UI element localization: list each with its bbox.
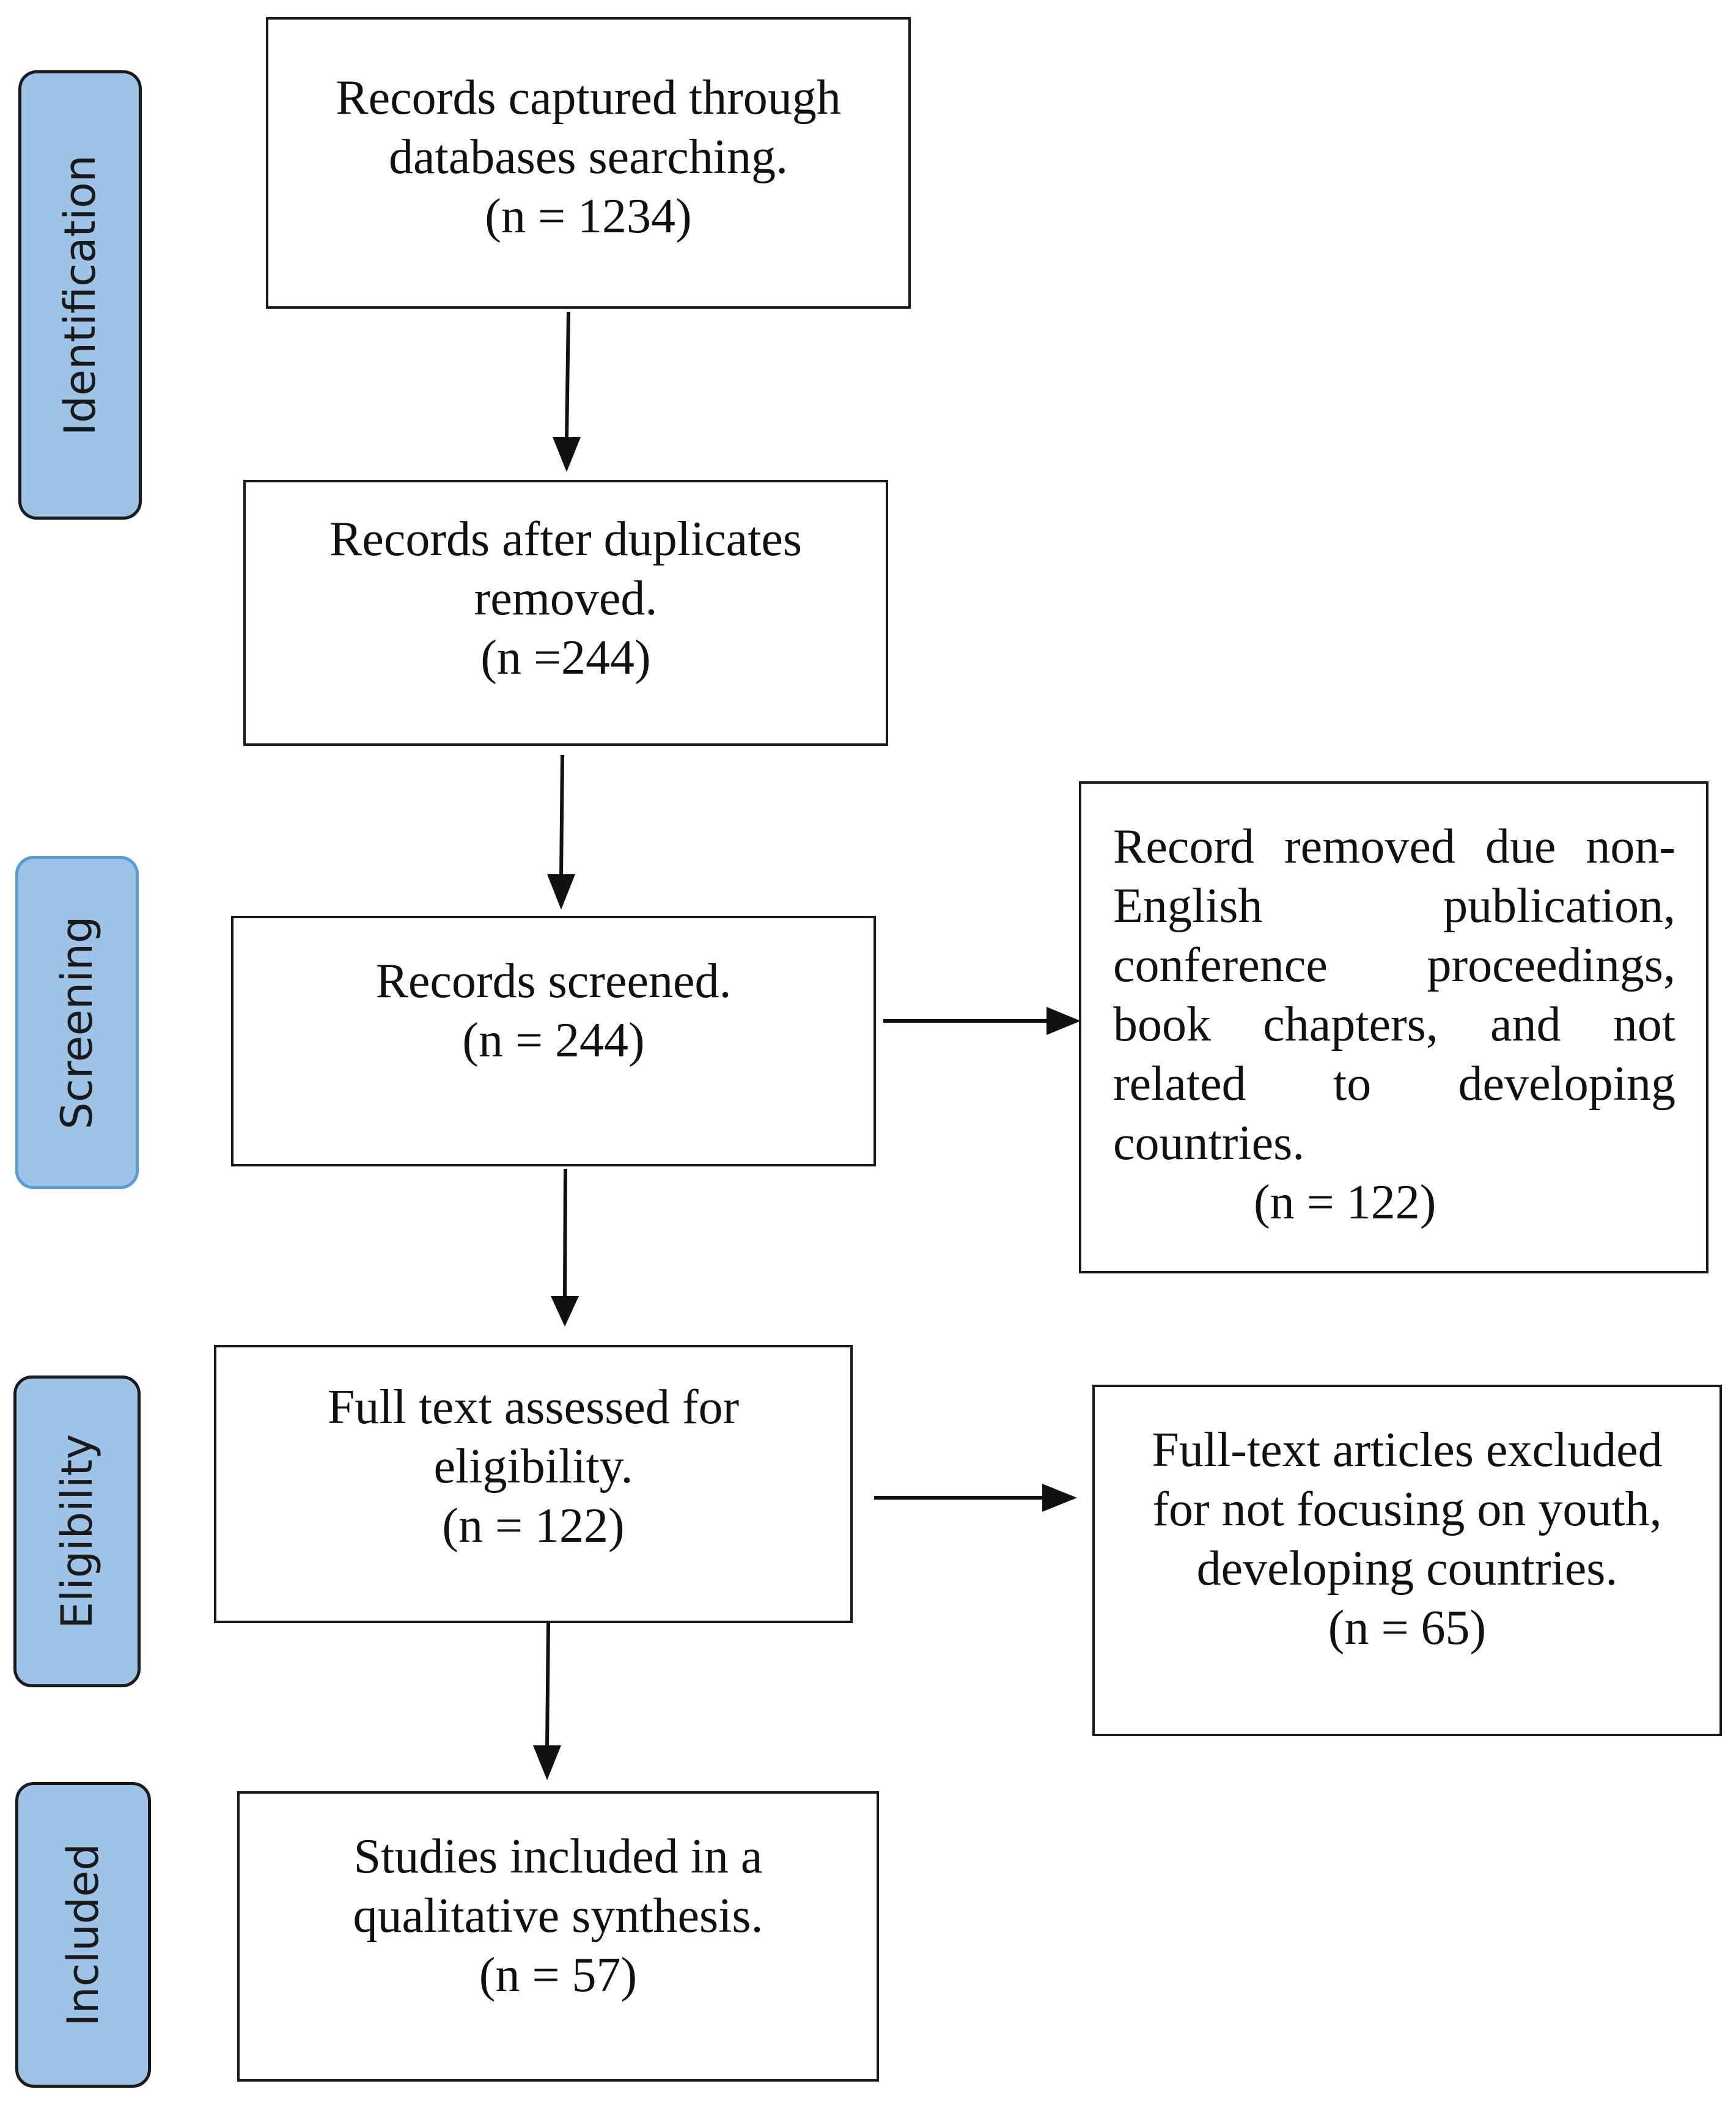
arrow-fulltext-to-included xyxy=(545,1622,550,1749)
arrow-duplicates-to-screened xyxy=(559,754,564,878)
box-records-removed-line-2: English publication, xyxy=(1113,879,1675,933)
arrowhead-fulltext-to-included xyxy=(533,1745,561,1780)
box-records-removed: Record removed due non- English publicat… xyxy=(1079,781,1708,1273)
box-records-captured-line-1: Records captured through xyxy=(336,71,841,125)
box-articles-excluded-line-2: for not focusing on youth, xyxy=(1152,1482,1662,1536)
box-after-duplicates-line-1: Records after duplicates xyxy=(329,512,802,566)
box-records-removed-line-5: related to developing xyxy=(1113,1057,1675,1111)
arrowhead-fulltext-to-excluded xyxy=(1042,1484,1077,1512)
box-after-duplicates: Records after duplicates removed. (n =24… xyxy=(243,480,888,746)
box-articles-excluded-line-1: Full-text articles excluded xyxy=(1152,1423,1663,1477)
box-studies-included: Studies included in a qualitative synthe… xyxy=(237,1791,879,2082)
box-full-text-assessed-line-1: Full text assessed for xyxy=(327,1380,740,1434)
box-articles-excluded: Full-text articles excluded for not focu… xyxy=(1092,1385,1722,1736)
arrowhead-screened-to-fulltext xyxy=(551,1296,579,1327)
box-records-screened-line-2: (n = 244) xyxy=(462,1014,645,1067)
box-records-removed-line-4: book chapters, and not xyxy=(1113,998,1675,1052)
box-articles-excluded-line-3: developing countries. xyxy=(1196,1542,1618,1596)
box-records-screened: Records screened. (n = 244) xyxy=(231,916,876,1166)
stage-identification: Identification xyxy=(18,70,142,520)
arrow-captured-to-duplicates xyxy=(565,311,570,441)
box-records-removed-line-3: conference proceedings, xyxy=(1113,938,1675,992)
box-after-duplicates-line-2: removed. xyxy=(474,572,658,625)
arrowhead-screened-to-removed xyxy=(1046,1007,1081,1035)
stage-included: Included xyxy=(15,1782,151,2088)
box-records-screened-line-1: Records screened. xyxy=(375,954,732,1008)
box-studies-included-line-2: qualitative synthesis. xyxy=(353,1889,763,1943)
arrowhead-captured-to-duplicates xyxy=(553,437,581,472)
box-studies-included-line-1: Studies included in a xyxy=(353,1830,763,1884)
box-full-text-assessed: Full text assessed for eligibility. (n =… xyxy=(214,1345,853,1623)
box-full-text-assessed-line-3: (n = 122) xyxy=(442,1499,625,1553)
stage-eligibility: Eligibility xyxy=(13,1376,141,1687)
box-studies-included-line-3: (n = 57) xyxy=(479,1948,638,2002)
stage-screening: Screening xyxy=(15,856,139,1189)
box-records-captured: Records captured through databases searc… xyxy=(266,17,911,309)
box-articles-excluded-line-4: (n = 65) xyxy=(1328,1601,1487,1655)
box-records-removed-line-6: countries. xyxy=(1113,1116,1305,1170)
box-records-removed-line-7: (n = 122) xyxy=(1254,1176,1436,1229)
arrowhead-duplicates-to-screened xyxy=(547,874,575,910)
box-records-removed-line-1: Record removed due non- xyxy=(1113,820,1675,874)
box-records-captured-line-3: (n = 1234) xyxy=(485,190,692,243)
box-records-captured-line-2: databases searching. xyxy=(388,130,789,184)
box-after-duplicates-line-3: (n =244) xyxy=(480,631,651,685)
box-full-text-assessed-line-2: eligibility. xyxy=(433,1440,633,1493)
